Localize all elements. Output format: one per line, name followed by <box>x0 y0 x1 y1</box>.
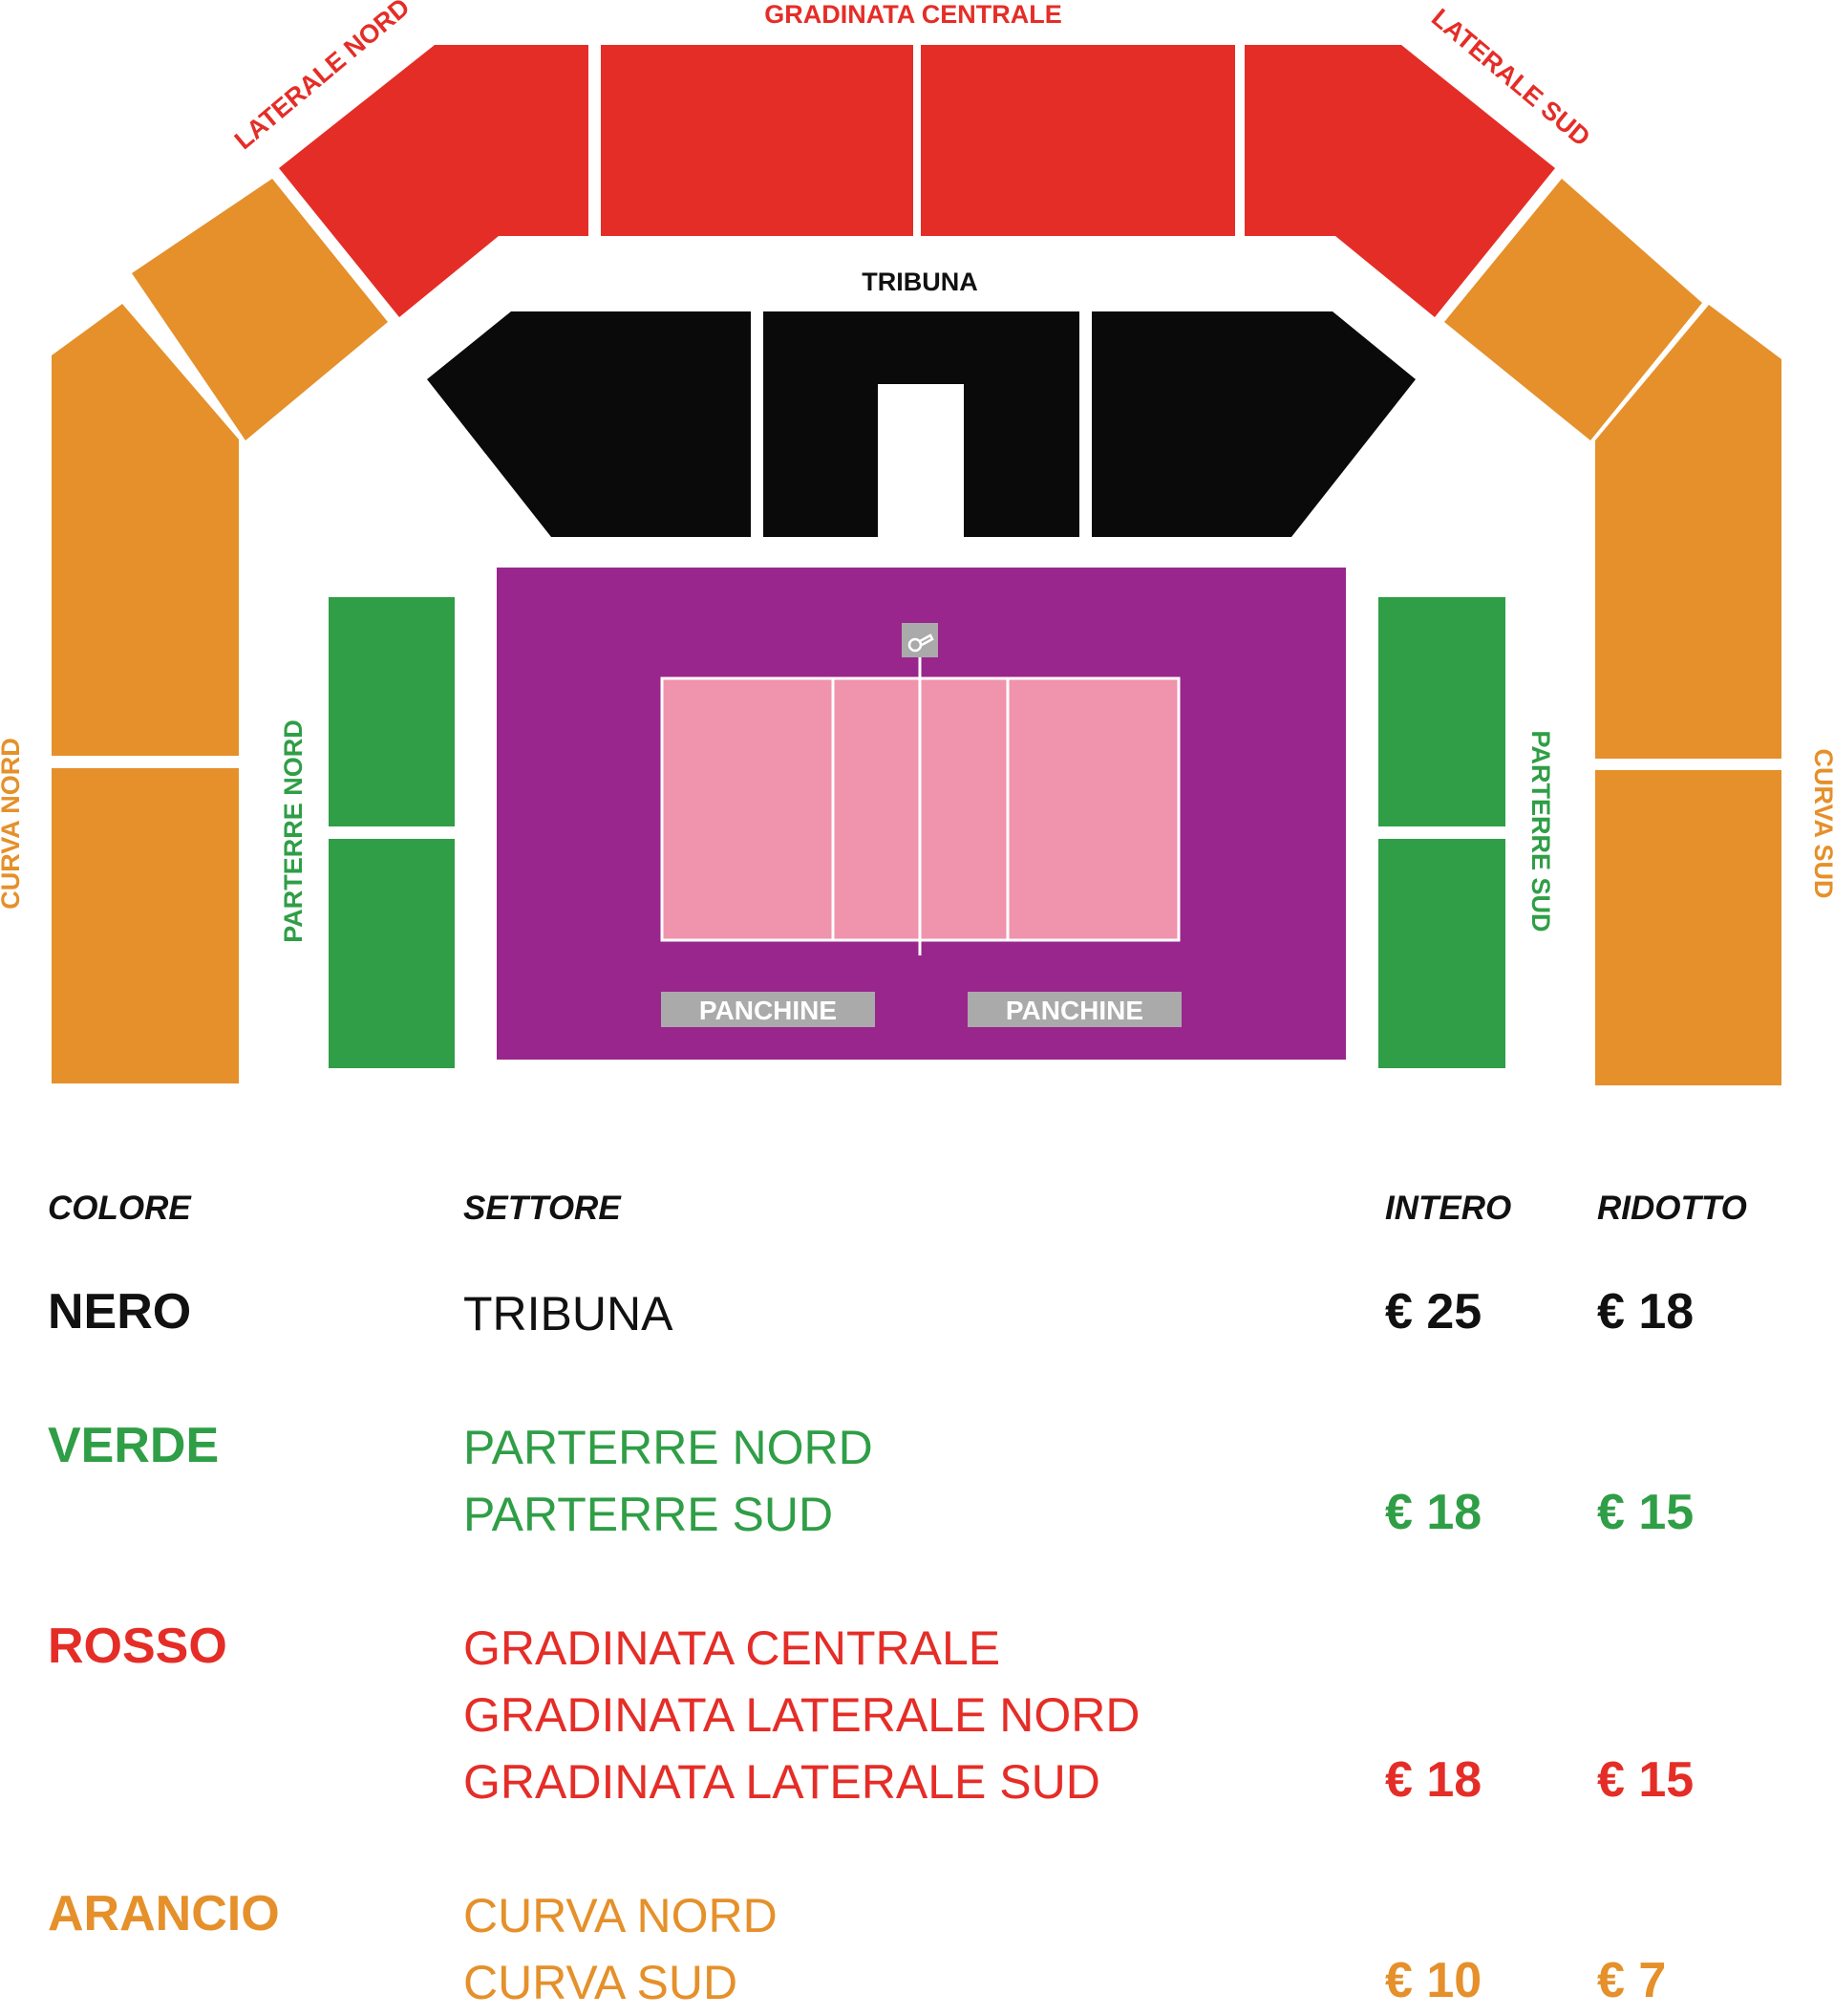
sector-tribuna-left[interactable] <box>427 311 751 537</box>
legend-sector: CURVA SUD <box>463 1956 738 2009</box>
sector-laterale-nord[interactable] <box>279 45 588 317</box>
sector-curva-nord-lower[interactable] <box>52 768 239 1083</box>
bench-left <box>661 992 875 1027</box>
sector-gradinata-centrale-right[interactable] <box>921 45 1235 236</box>
legend-sector: TRIBUNA <box>463 1287 673 1340</box>
sector-curva-sud-lower[interactable] <box>1595 770 1781 1085</box>
whistle-icon <box>902 623 938 657</box>
legend-intero-arancio: € 10 <box>1385 1953 1482 2008</box>
legend-sector: CURVA NORD <box>463 1889 778 1942</box>
legend-sector: GRADINATA LATERALE NORD <box>463 1688 1141 1742</box>
legend-sectors-nero: TRIBUNA <box>463 1280 672 1347</box>
bench-right-label: PANCHINE <box>1006 996 1143 1025</box>
seating-map: PANCHINE PANCHINE GRADINATA CENTRALE LAT… <box>0 0 1834 1085</box>
legend-sectors-rosso: GRADINATA CENTRALE GRADINATA LATERALE NO… <box>463 1615 1140 1815</box>
legend-sectors-verde: PARTERRE NORD PARTERRE SUD <box>463 1414 873 1548</box>
sector-curva-sud-upper[interactable] <box>1595 305 1781 759</box>
header-ridotto: RIDOTTO <box>1597 1190 1747 1227</box>
legend-color-verde: VERDE <box>48 1418 220 1473</box>
sector-tribuna-right[interactable] <box>1092 311 1416 537</box>
label-gradinata-centrale: GRADINATA CENTRALE <box>764 0 1061 29</box>
sector-parterre-sud-upper[interactable] <box>1378 597 1505 826</box>
legend-color-nero: NERO <box>48 1284 192 1340</box>
legend-ridotto-nero: € 18 <box>1597 1284 1695 1340</box>
legend-color-rosso: ROSSO <box>48 1619 227 1674</box>
sector-parterre-sud-lower[interactable] <box>1378 839 1505 1068</box>
legend-sector: PARTERRE NORD <box>463 1421 873 1474</box>
bench-left-label: PANCHINE <box>699 996 837 1025</box>
label-curva-nord: CURVA NORD <box>0 738 25 910</box>
legend-ridotto-arancio: € 7 <box>1597 1953 1667 2008</box>
sector-curva-nord-upper-diagonal[interactable] <box>132 179 388 440</box>
label-parterre-nord: PARTERRE NORD <box>279 719 308 943</box>
label-curva-sud: CURVA SUD <box>1809 748 1834 898</box>
legend-sector: PARTERRE SUD <box>463 1488 834 1541</box>
label-tribuna: TRIBUNA <box>862 268 978 296</box>
sector-laterale-sud[interactable] <box>1245 45 1555 317</box>
legend-ridotto-verde: € 15 <box>1597 1485 1695 1540</box>
legend-sector: GRADINATA LATERALE SUD <box>463 1755 1100 1809</box>
legend-intero-nero: € 25 <box>1385 1284 1482 1340</box>
legend-color-arancio: ARANCIO <box>48 1886 280 1941</box>
header-colore: COLORE <box>48 1190 191 1227</box>
sector-tribuna-center[interactable] <box>763 311 1079 537</box>
legend-sector: GRADINATA CENTRALE <box>463 1621 1001 1675</box>
legend-intero-rosso: € 18 <box>1385 1752 1482 1808</box>
header-intero: INTERO <box>1385 1190 1512 1227</box>
header-settore: SETTORE <box>463 1190 621 1227</box>
bench-right <box>968 992 1182 1027</box>
label-parterre-sud: PARTERRE SUD <box>1526 730 1555 932</box>
legend-intero-verde: € 18 <box>1385 1485 1482 1540</box>
sector-curva-nord-upper[interactable] <box>52 304 239 756</box>
sector-parterre-nord-upper[interactable] <box>329 597 455 826</box>
sector-gradinata-centrale-left[interactable] <box>601 45 913 236</box>
legend-sectors-arancio: CURVA NORD CURVA SUD <box>463 1882 778 2016</box>
sector-parterre-nord-lower[interactable] <box>329 839 455 1068</box>
legend-ridotto-rosso: € 15 <box>1597 1752 1695 1808</box>
sector-curva-sud-upper-diagonal[interactable] <box>1444 179 1702 440</box>
